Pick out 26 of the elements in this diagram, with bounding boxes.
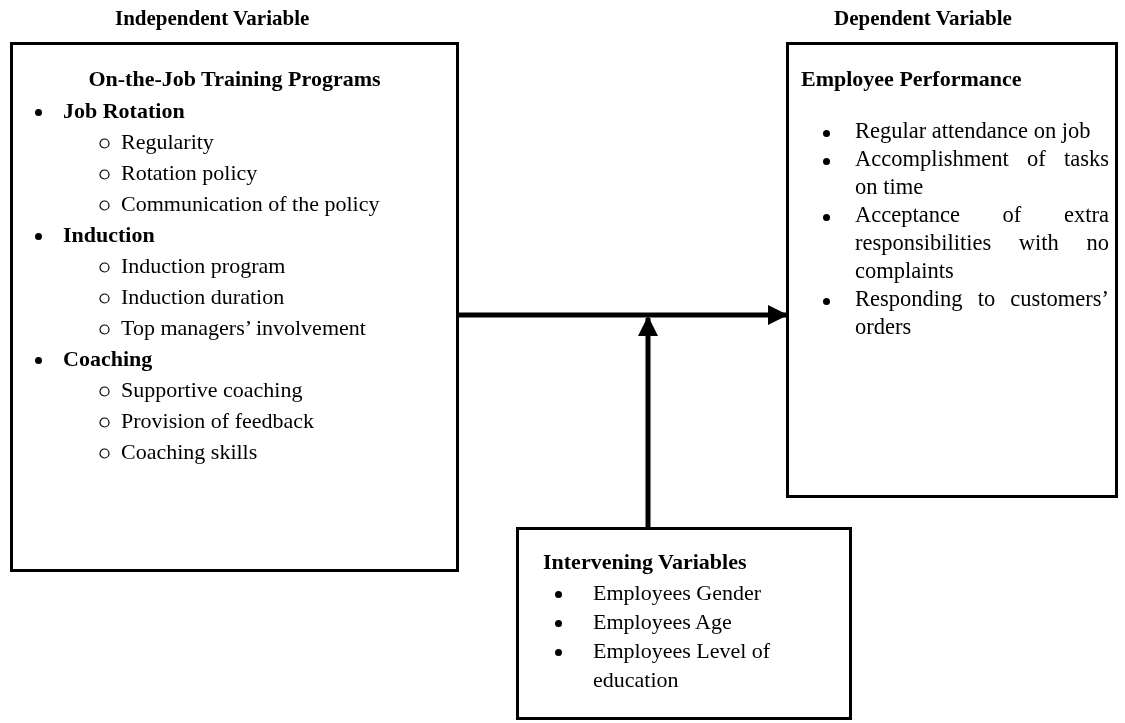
list-item: Communication of the policy [21,188,448,219]
box-title: Intervening Variables [543,548,748,576]
list-item: Induction program [21,250,448,281]
list-item: Coaching [21,343,448,374]
variable-heading: Independent Variable [115,5,310,32]
variable-heading: Dependent Variable [834,5,1012,32]
list-item: Job Rotation [21,95,448,126]
list-item: Regularity [21,126,448,157]
list-item: Rotation policy [21,157,448,188]
box-title: On-the-Job Training Programs [87,65,382,93]
list-item: Employees Age [543,607,839,636]
arrow [638,316,658,527]
list-item: Induction duration [21,281,448,312]
list-item: Provision of feedback [21,405,448,436]
list-item: Induction [21,219,448,250]
box-title: Employee Performance [801,65,1023,93]
list-item: Supportive coaching [21,374,448,405]
list-item: Employees Level of education [543,636,839,694]
list-item: Acceptance of extra responsibilities with no complaints [801,201,1109,285]
list-item: Regular attendance on job [801,117,1109,145]
list-item: Coaching skills [21,436,448,467]
list-item: Top managers’ involvement [21,312,448,343]
list-item: Accomplishment of tasks on time [801,145,1109,201]
list-item: Responding to customers’ orders [801,285,1109,341]
list-item: Employees Gender [543,578,839,607]
arrow [459,305,788,325]
